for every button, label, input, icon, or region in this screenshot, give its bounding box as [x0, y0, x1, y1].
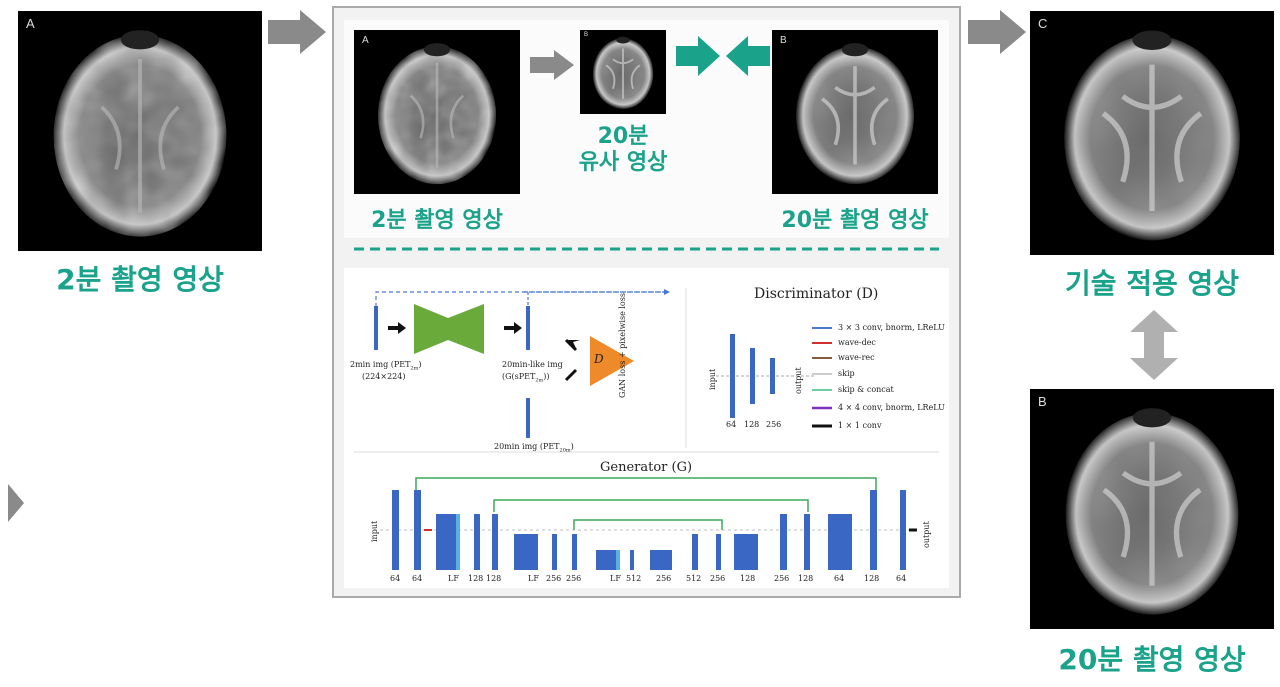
legend-skip-concat: skip & concat: [838, 385, 894, 394]
real-20min-label: 20min img (PET20m): [494, 442, 574, 454]
gen-dim: LF: [528, 574, 539, 583]
gen-dim: 128: [740, 574, 756, 583]
disc-input-label: input: [708, 368, 717, 390]
center-input-label: A: [362, 35, 369, 46]
generator-title: Generator (G): [600, 460, 693, 475]
image-label-a: A: [26, 16, 35, 31]
gen-dim: LF: [448, 574, 459, 583]
like-img-expr: (G(sPET2m)): [502, 372, 549, 384]
result-image: C: [1030, 11, 1274, 255]
gen-output-label: output: [922, 521, 931, 548]
center-target-image: B: [772, 30, 938, 194]
gen-dim: 128: [486, 574, 502, 583]
gen-dim: 64: [834, 574, 845, 583]
converge-arrows-icon: [676, 36, 770, 76]
arrow-right-small-icon: [8, 484, 24, 522]
center-target-caption: 20분 촬영 영상: [781, 208, 929, 233]
gen-dim: 256: [546, 574, 562, 583]
left-caption: 2분 촬영 영상: [56, 263, 224, 296]
reference-caption: 20분 촬영 영상: [1058, 643, 1246, 676]
real-20min-end: ): [570, 442, 574, 451]
center-input-image: A: [354, 30, 520, 194]
disc-output-label: output: [794, 367, 803, 394]
like-img-label: 20min-like img: [502, 360, 563, 369]
image-label-c: C: [1038, 16, 1048, 31]
network-drawing: [354, 288, 939, 570]
gen-dim: 64: [412, 574, 423, 583]
real-20min-sub: 20m: [559, 447, 571, 454]
real-20min-text: 20min img (PET: [494, 442, 560, 451]
compare-double-arrow-icon: [1130, 310, 1178, 380]
like-img-end: )): [543, 372, 550, 381]
d-symbol: D: [594, 352, 604, 366]
input-2min-sub: 2m: [410, 365, 419, 372]
pseudo-caption: 20분 유사 영상: [563, 124, 683, 176]
image-label-b: B: [1038, 394, 1047, 409]
arrow-right-icon: [968, 10, 1026, 54]
reference-20min-image: B: [1030, 389, 1274, 629]
gen-input-label: input: [370, 520, 379, 542]
legend-skip: skip: [838, 369, 855, 378]
gen-dim: 64: [390, 574, 401, 583]
gen-dim: 256: [710, 574, 726, 583]
gen-dim: 256: [656, 574, 672, 583]
disc-dim-128: 128: [744, 420, 760, 429]
legend-wave-dec: wave-dec: [838, 338, 876, 347]
input-2min-text: 2min img (PET: [350, 360, 411, 369]
gen-dim: 128: [864, 574, 880, 583]
network-diagram: Discriminator (D) D 2min img (PET2m) (22…: [344, 268, 949, 588]
dashed-divider: [354, 247, 939, 251]
disc-dim-64: 64: [726, 420, 737, 429]
pseudo-caption-line1: 20분: [597, 124, 649, 149]
like-img-expr-text: (G(sPET: [502, 372, 536, 381]
gen-dim: 64: [896, 574, 907, 583]
pseudo-20min-thumbnail: B: [580, 30, 666, 114]
input-2min-label: 2min img (PET2m): [350, 360, 421, 372]
pseudo-caption-line2: 유사 영상: [578, 150, 668, 175]
legend-conv4: 4 × 4 conv, bnorm, LReLU: [838, 403, 945, 412]
thumb-label: B: [584, 32, 589, 38]
gen-dim: 256: [566, 574, 582, 583]
disc-dim-256: 256: [766, 420, 782, 429]
comparison-strip: A 2분 촬영 영상 B 20분 유사 영상 B 20분 촬영 영상: [344, 20, 949, 238]
legend-wave-rec: wave-rec: [838, 353, 875, 362]
method-panel: A 2분 촬영 영상 B 20분 유사 영상 B 20분 촬영 영상: [332, 6, 961, 598]
gen-dim: 256: [774, 574, 790, 583]
gen-dim: 128: [798, 574, 814, 583]
arrow-right-icon: [268, 10, 326, 54]
center-target-label: B: [780, 35, 787, 46]
gen-dim: 512: [626, 574, 642, 583]
like-img-sub: 2m: [535, 377, 544, 384]
input-size-label: (224×224): [362, 372, 406, 381]
loss-label: GAN loss + pixelwise loss: [618, 293, 627, 398]
gen-dim: LF: [610, 574, 621, 583]
gen-dim: 128: [468, 574, 484, 583]
arrow-right-icon: [530, 50, 574, 80]
input-2min-image: A: [18, 11, 262, 251]
input-2min-end: ): [418, 360, 422, 369]
center-input-caption: 2분 촬영 영상: [371, 208, 503, 233]
legend-conv1: 1 × 1 conv: [838, 421, 882, 430]
gen-dim: 512: [686, 574, 702, 583]
result-caption: 기술 적용 영상: [1064, 267, 1240, 300]
legend-conv3: 3 × 3 conv, bnorm, LReLU: [838, 323, 945, 332]
discriminator-title: Discriminator (D): [754, 286, 879, 302]
